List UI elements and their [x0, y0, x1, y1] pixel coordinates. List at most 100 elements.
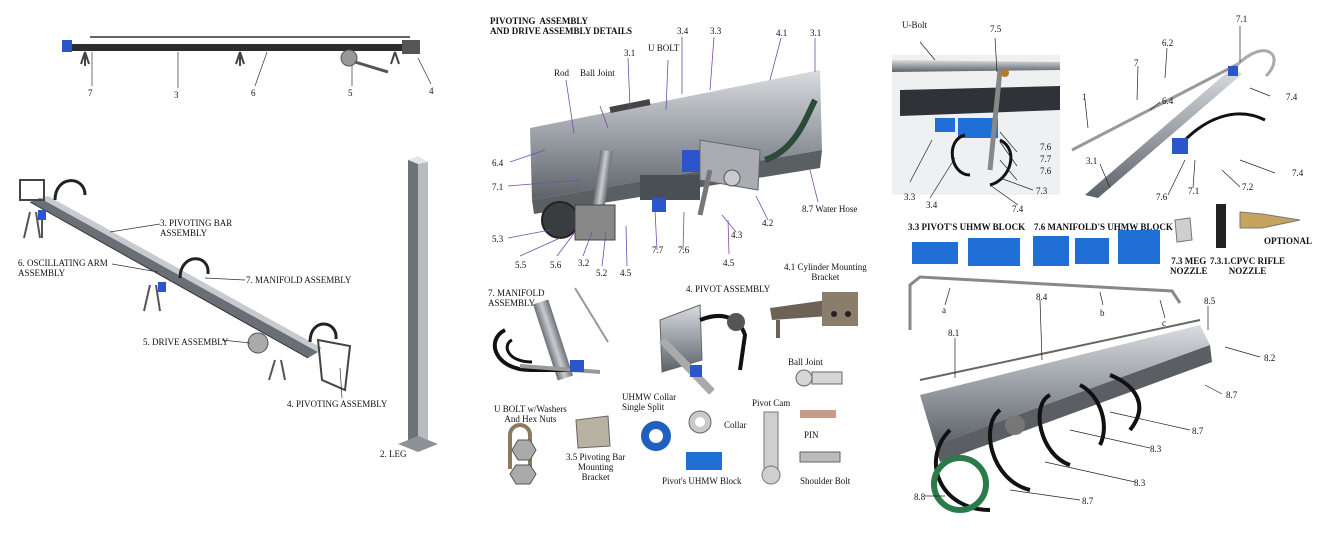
oscillating-arm-label: 6. OSCILLATING ARM ASSEMBLY	[18, 258, 108, 278]
callout-7-1-b: 7.1	[1188, 186, 1200, 196]
callout-4: 4	[429, 86, 434, 96]
callout-8-7-a: 8.7	[1226, 390, 1238, 400]
callout-6: 6	[251, 88, 256, 98]
callout-3-2: 3.2	[578, 258, 590, 268]
ubolt-washers-label: U BOLT w/Washers And Hex Nuts	[494, 404, 567, 424]
pin-label: PIN	[804, 430, 819, 440]
pivot-assembly-photo-label: 4. PIVOT ASSEMBLY	[686, 284, 771, 294]
leg-post	[398, 156, 438, 452]
ball-joint-label: Ball Joint	[580, 68, 615, 78]
callout-3-3: 3.3	[710, 26, 722, 36]
callout-6-4-b: 6.4	[1162, 96, 1174, 106]
callout-5-6: 5.6	[550, 260, 562, 270]
meg-nozzle-label: 7.3 MEG NOZZLE	[1170, 256, 1208, 276]
pivot-uhmw-block-title: 3.3 PIVOT'S UHMW BLOCK	[908, 222, 1026, 232]
callout-5: 5	[348, 88, 353, 98]
manifold-assembly-photo-label: 7. MANIFOLD ASSEMBLY	[488, 288, 545, 308]
callout-4-1: 4.1	[776, 28, 788, 38]
manifold-iso-photo	[1071, 49, 1276, 198]
callout-c: c	[1162, 318, 1166, 328]
callout-5-3: 5.3	[492, 234, 504, 244]
callout-3-1: 3.1	[624, 48, 636, 58]
callout-3-4-b: 3.4	[926, 200, 938, 210]
callout-8-3-a: 8.3	[1150, 444, 1162, 454]
callout-4-5-right: 4.5	[723, 258, 735, 268]
callout-7-4-a: 7.4	[1012, 204, 1024, 214]
callout-1: 1	[1082, 92, 1087, 102]
callout-8-8: 8.8	[914, 492, 926, 502]
callout-7-7: 7.7	[652, 245, 664, 255]
shoulder-bolt-label: Shoulder Bolt	[800, 476, 851, 486]
callout-6-4: 6.4	[492, 158, 504, 168]
small-parts-photos	[508, 369, 843, 485]
callout-8-2: 8.2	[1264, 353, 1276, 363]
rod-label: Rod	[554, 68, 570, 78]
top-view-assembly	[62, 36, 432, 88]
uhmw-collar-label: UHMW Collar Single Split	[622, 392, 677, 412]
collar-label: Collar	[724, 420, 747, 430]
ball-joint-part-label: Ball Joint	[788, 357, 823, 367]
callout-7-4-c: 7.4	[1292, 168, 1304, 178]
callout-7-1: 7.1	[492, 182, 504, 192]
pivot-drive-photo	[530, 70, 822, 241]
callout-7-5: 7.5	[990, 24, 1002, 34]
callout-4-2: 4.2	[762, 218, 774, 228]
drive-assembly-label: 5. DRIVE ASSEMBLY	[143, 337, 229, 347]
callout-8-7-c: 8.7	[1082, 496, 1094, 506]
callout-3-4: 3.4	[677, 26, 689, 36]
callout-7-2: 7.2	[1242, 182, 1254, 192]
callout-7-6: 7.6	[678, 245, 690, 255]
callout-7-3: 7.3	[1036, 186, 1048, 196]
manifold-closeup-photo	[892, 55, 1060, 195]
callout-7-6-a: 7.6	[1040, 142, 1052, 152]
callout-8-7-b: 8.7	[1192, 426, 1204, 436]
callout-7-7-b: 7.7	[1040, 154, 1052, 164]
callout-4-3: 4.3	[731, 230, 743, 240]
manifold-uhmw-block-title: 7.6 MANIFOLD'S UHMW BLOCK	[1034, 222, 1173, 232]
callout-3-1-top: 3.1	[810, 28, 822, 38]
callout-8-5: 8.5	[1204, 296, 1216, 306]
pivoting-assembly-label: 4. PIVOTING ASSEMBLY	[287, 399, 388, 409]
callout-8-1: 8.1	[948, 328, 960, 338]
callout-7-6-c: 7.6	[1156, 192, 1168, 202]
cylinder-bracket-photo	[770, 292, 858, 338]
cylinder-bracket-label: 4.1 Cylinder Mounting Bracket	[784, 262, 867, 282]
callout-8-3-b: 8.3	[1134, 478, 1146, 488]
callout-a: a	[942, 305, 946, 315]
pivot-bar-bracket-label: 3.5 Pivoting Bar Mounting Bracket	[566, 452, 626, 482]
block-photos	[912, 204, 1301, 266]
callout-leaders	[507, 36, 819, 267]
callout-7-6-b: 7.6	[1040, 166, 1052, 176]
pivot-uhmw-block-label: Pivot's UHMW Block	[662, 476, 742, 486]
callout-leaders-dark	[909, 26, 1276, 501]
callout-3-1-c: 3.1	[1086, 156, 1098, 166]
callout-8-4: 8.4	[1036, 292, 1048, 302]
u-bolt-label: U-Bolt	[902, 20, 928, 30]
ubolt-label: U BOLT	[648, 43, 680, 53]
callout-7-c: 7	[1134, 58, 1139, 68]
callout-3: 3	[174, 90, 179, 100]
pivot-assembly-photo	[659, 304, 748, 395]
callout-6-2: 6.2	[1162, 38, 1174, 48]
cpvc-nozzle-label: 7.3.1.CPVC RIFLE NOZZLE	[1210, 256, 1286, 276]
water-hose-label: 8.7 Water Hose	[802, 204, 858, 214]
callout-7: 7	[88, 88, 93, 98]
leg-label: 2. LEG	[380, 449, 407, 459]
callout-7-1-a: 7.1	[1236, 14, 1248, 24]
spray-bar-photo	[919, 319, 1212, 513]
callout-7-4-b: 7.4	[1286, 92, 1298, 102]
lance-rod-drawing	[908, 275, 1182, 330]
callout-3-3-b: 3.3	[904, 192, 916, 202]
iso-view-assembly	[19, 179, 352, 399]
callout-5-5: 5.5	[515, 260, 527, 270]
callout-4-5-left: 4.5	[620, 268, 632, 278]
manifold-assembly-label: 7. MANIFOLD ASSEMBLY	[246, 275, 352, 285]
optional-label: OPTIONAL	[1264, 236, 1313, 246]
callout-5-2: 5.2	[596, 268, 608, 278]
manifold-photo	[492, 287, 609, 381]
callout-b: b	[1100, 308, 1105, 318]
pivot-cam-label: Pivot Cam	[752, 398, 791, 408]
pivoting-bar-label: 3. PIVOTING BAR ASSEMBLY	[160, 218, 233, 238]
pivot-drive-title: PIVOTING ASSEMBLY AND DRIVE ASSEMBLY DET…	[490, 16, 632, 36]
